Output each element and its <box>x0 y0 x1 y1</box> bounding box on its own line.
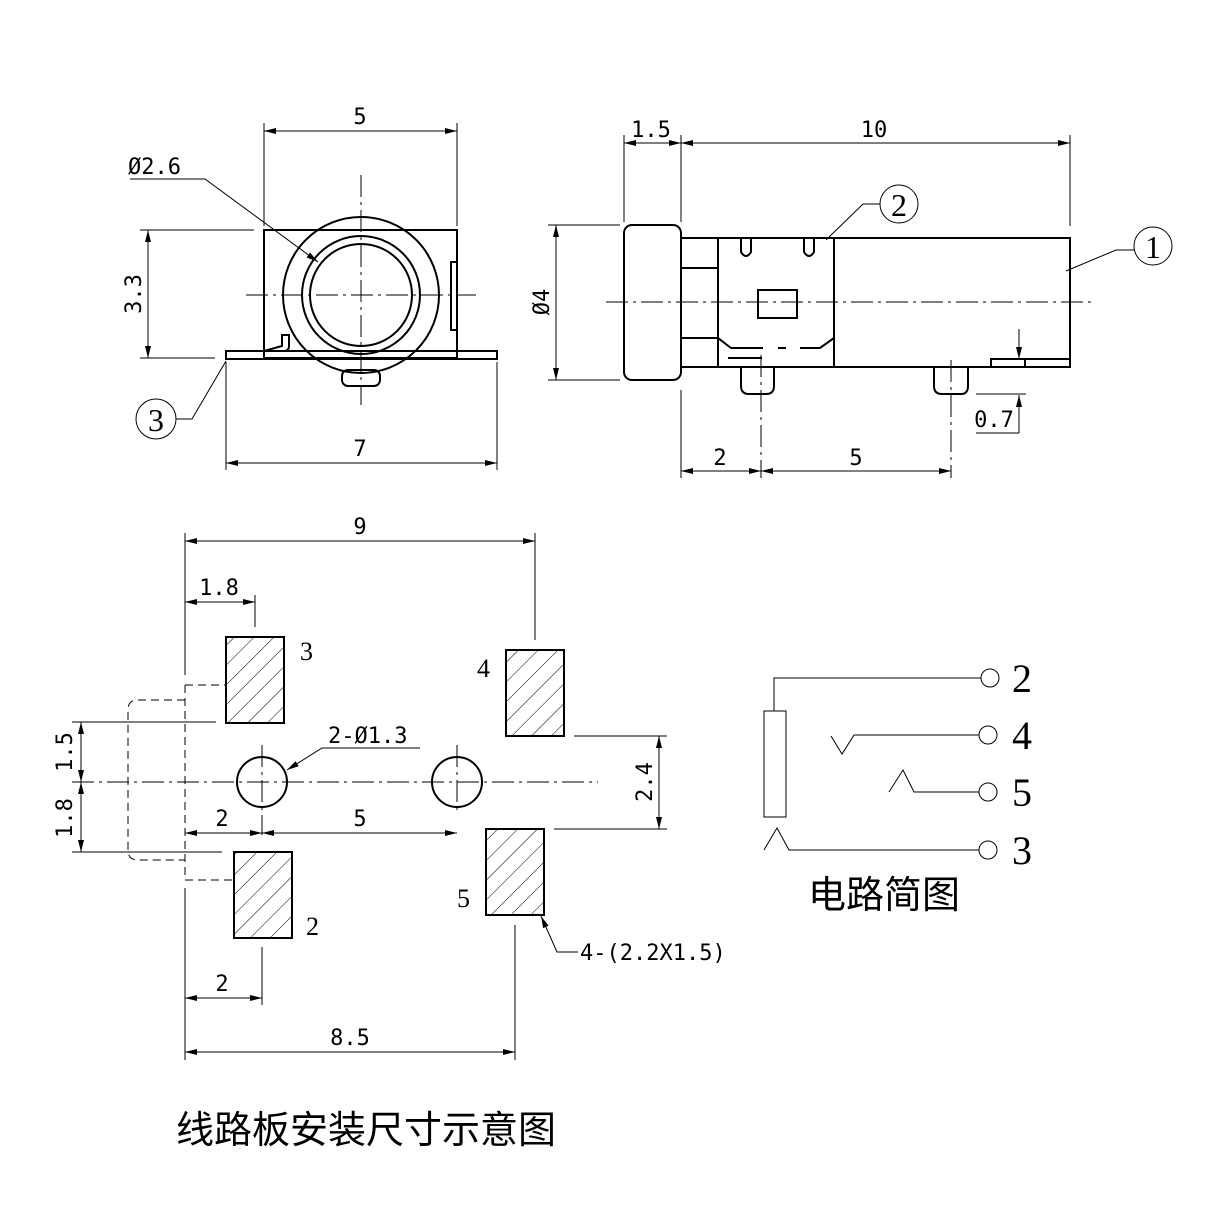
front-side-tab <box>450 261 458 331</box>
leader-pad-note <box>540 915 578 953</box>
pad-5 <box>485 828 545 916</box>
circuit-diagram: 2 4 5 3 电路简图 <box>763 656 1032 917</box>
front-left-lug <box>226 334 290 352</box>
front-view: 5 Ø2.6 3.3 7 3 <box>122 105 498 470</box>
terminal-2 <box>980 668 1000 688</box>
terminal-5-label: 5 <box>1012 770 1032 815</box>
wire-pin-2 <box>773 677 981 711</box>
side-slot-1 <box>740 238 752 257</box>
leader-front-diameter <box>130 178 319 263</box>
hole-note: 2-Ø1.3 <box>328 724 407 749</box>
dim-pad-offset: 1.8 <box>199 576 239 601</box>
dim-standoff: 0.7 <box>974 408 1014 433</box>
terminal-2-label: 2 <box>1012 656 1032 701</box>
pad-3-label: 3 <box>300 637 313 666</box>
pad-4-label: 4 <box>477 654 490 683</box>
pad-3 <box>225 636 285 724</box>
wire-pin-5 <box>888 768 979 793</box>
dim-head: 1.5 <box>631 118 671 143</box>
leader-callout-2 <box>825 203 880 241</box>
side-base-tab <box>990 358 1071 368</box>
wire-pin-4 <box>830 734 979 755</box>
dim-hole-lower: 1.8 <box>53 798 78 838</box>
pcb-layout: 3 4 2 5 2-Ø1.3 9 1.8 1.5 1.8 2 5 <box>53 515 726 1152</box>
terminal-3 <box>978 840 998 860</box>
dim-bottom-left: 2 <box>215 972 228 997</box>
dim-hole-left: 2 <box>215 807 228 832</box>
pcb-body-outline-dashed <box>127 684 232 881</box>
plug-symbol <box>763 710 787 818</box>
side-pin-1 <box>740 367 775 395</box>
dim-hole-spacing: 5 <box>353 807 366 832</box>
pad-2-label: 2 <box>306 912 319 941</box>
dim-length: 10 <box>861 118 888 143</box>
leader-callout-1 <box>1065 249 1134 272</box>
dim-overall-bottom: 8.5 <box>330 1026 370 1051</box>
side-pin-2 <box>933 367 969 395</box>
terminal-4-label: 4 <box>1012 713 1032 758</box>
leader-hole-note <box>286 747 420 771</box>
callout-2-label: 2 <box>891 187 907 223</box>
callout-1-circle <box>1133 226 1173 266</box>
pad-4 <box>505 649 565 737</box>
pad-note: 4-(2.2X1.5) <box>580 941 726 966</box>
callout-2-circle <box>879 184 919 224</box>
side-contact-edge <box>717 337 835 349</box>
terminal-5 <box>978 782 998 802</box>
wire-pin-3 <box>763 826 979 851</box>
callout-3-label: 3 <box>148 402 164 438</box>
side-view: 1.5 10 Ø4 2 5 0.7 2 1 <box>530 118 1173 478</box>
callout-3-circle <box>135 398 177 440</box>
side-slot-2 <box>803 238 815 257</box>
dim-front-width: 5 <box>353 105 366 130</box>
callout-1-label: 1 <box>1145 229 1161 265</box>
circuit-caption: 电路简图 <box>808 873 960 917</box>
dim-front-diameter: Ø2.6 <box>128 155 181 180</box>
leader-callout-3 <box>176 360 227 420</box>
pad-5-label: 5 <box>457 884 470 913</box>
dim-front-base: 7 <box>353 437 366 462</box>
dim-overall-top: 9 <box>353 515 366 540</box>
pad-2 <box>233 851 293 939</box>
side-window <box>757 289 798 319</box>
terminal-4 <box>978 725 998 745</box>
dim-pin1: 2 <box>713 446 726 471</box>
pcb-caption: 线路板安装尺寸示意图 <box>176 1108 556 1152</box>
terminal-3-label: 3 <box>1012 828 1032 873</box>
dim-front-height: 3.3 <box>122 274 147 314</box>
dim-side-diameter: Ø4 <box>530 289 555 316</box>
dim-hole-upper: 1.5 <box>53 732 78 772</box>
dim-pin2: 5 <box>849 446 862 471</box>
dim-pad-pitch: 2.4 <box>633 762 658 802</box>
